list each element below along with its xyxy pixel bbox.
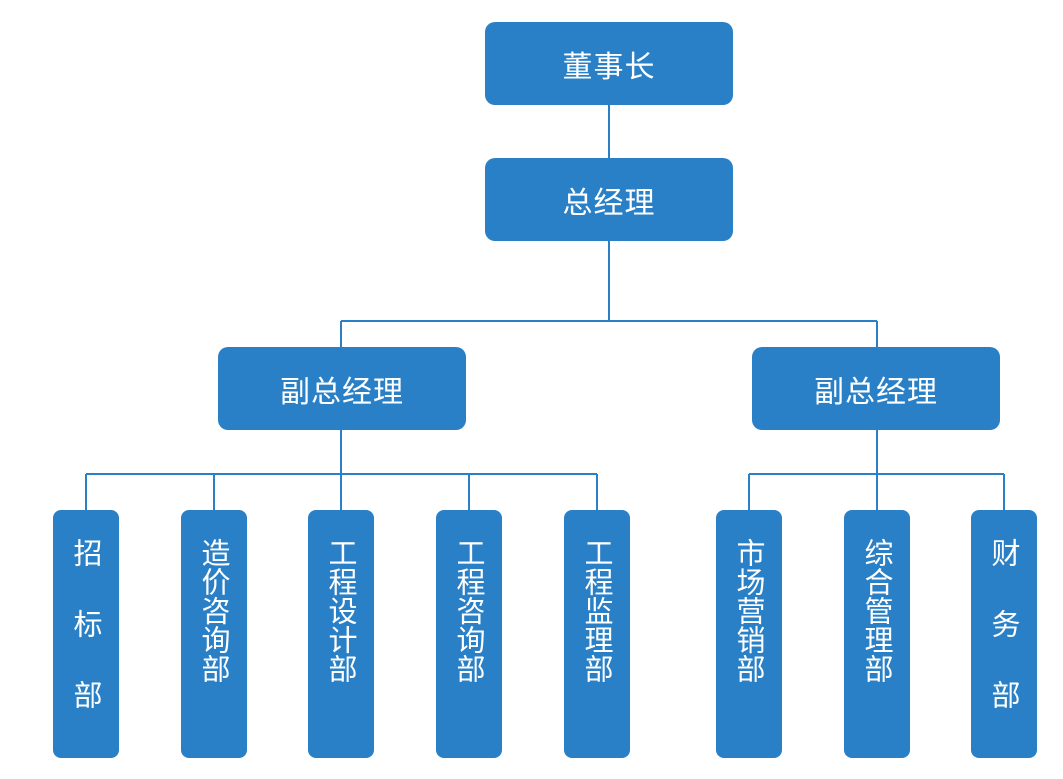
node-general-manager-label: 总经理 bbox=[562, 185, 656, 221]
dept-cost-consulting: 造价咨询部 bbox=[181, 510, 247, 758]
dept-tendering-label: 招标部 bbox=[69, 538, 103, 751]
dept-tendering: 招标部 bbox=[53, 510, 119, 758]
dept-cost-consulting-label: 造价咨询部 bbox=[197, 538, 231, 683]
dept-engineering-consulting-label: 工程咨询部 bbox=[452, 538, 486, 683]
node-deputy-left: 副总经理 bbox=[218, 347, 466, 430]
node-deputy-right: 副总经理 bbox=[752, 347, 1000, 430]
dept-engineering-supervision: 工程监理部 bbox=[564, 510, 630, 758]
dept-engineering-consulting: 工程咨询部 bbox=[436, 510, 502, 758]
dept-general-management-label: 综合管理部 bbox=[860, 538, 894, 683]
dept-marketing-label: 市场营销部 bbox=[732, 538, 766, 683]
dept-engineering-supervision-label: 工程监理部 bbox=[580, 538, 614, 683]
dept-marketing: 市场营销部 bbox=[716, 510, 782, 758]
dept-engineering-design: 工程设计部 bbox=[308, 510, 374, 758]
dept-finance: 财务部 bbox=[971, 510, 1037, 758]
node-deputy-right-label: 副总经理 bbox=[814, 374, 938, 410]
dept-finance-label: 财务部 bbox=[987, 538, 1021, 751]
node-chairman-label: 董事长 bbox=[562, 49, 656, 85]
dept-engineering-design-label: 工程设计部 bbox=[324, 538, 358, 683]
node-deputy-left-label: 副总经理 bbox=[280, 374, 404, 410]
node-general-manager: 总经理 bbox=[485, 158, 733, 241]
node-chairman: 董事长 bbox=[485, 22, 733, 105]
dept-general-management: 综合管理部 bbox=[844, 510, 910, 758]
